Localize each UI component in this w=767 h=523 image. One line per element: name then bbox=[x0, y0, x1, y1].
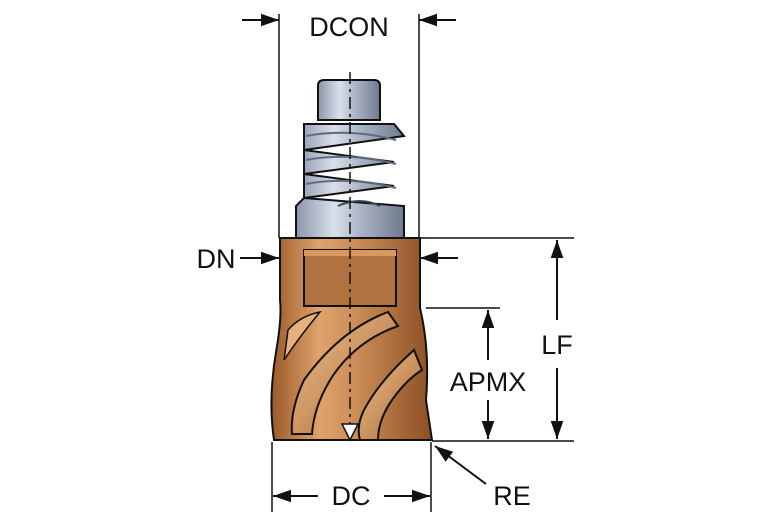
dcon-label: DCON bbox=[309, 12, 389, 42]
dcon-dimension bbox=[242, 13, 456, 238]
cutter-body bbox=[270, 237, 434, 441]
re-leader bbox=[434, 445, 487, 485]
apmx-label: APMX bbox=[450, 367, 527, 397]
center-tip-mark bbox=[340, 423, 360, 442]
re-label: RE bbox=[493, 481, 531, 511]
dc-label: DC bbox=[332, 481, 371, 511]
apmx-dimension bbox=[426, 307, 500, 439]
dn-label: DN bbox=[197, 244, 236, 274]
lf-label: LF bbox=[541, 330, 573, 360]
dc-dimension bbox=[271, 442, 432, 512]
lf-dimension bbox=[420, 237, 574, 442]
